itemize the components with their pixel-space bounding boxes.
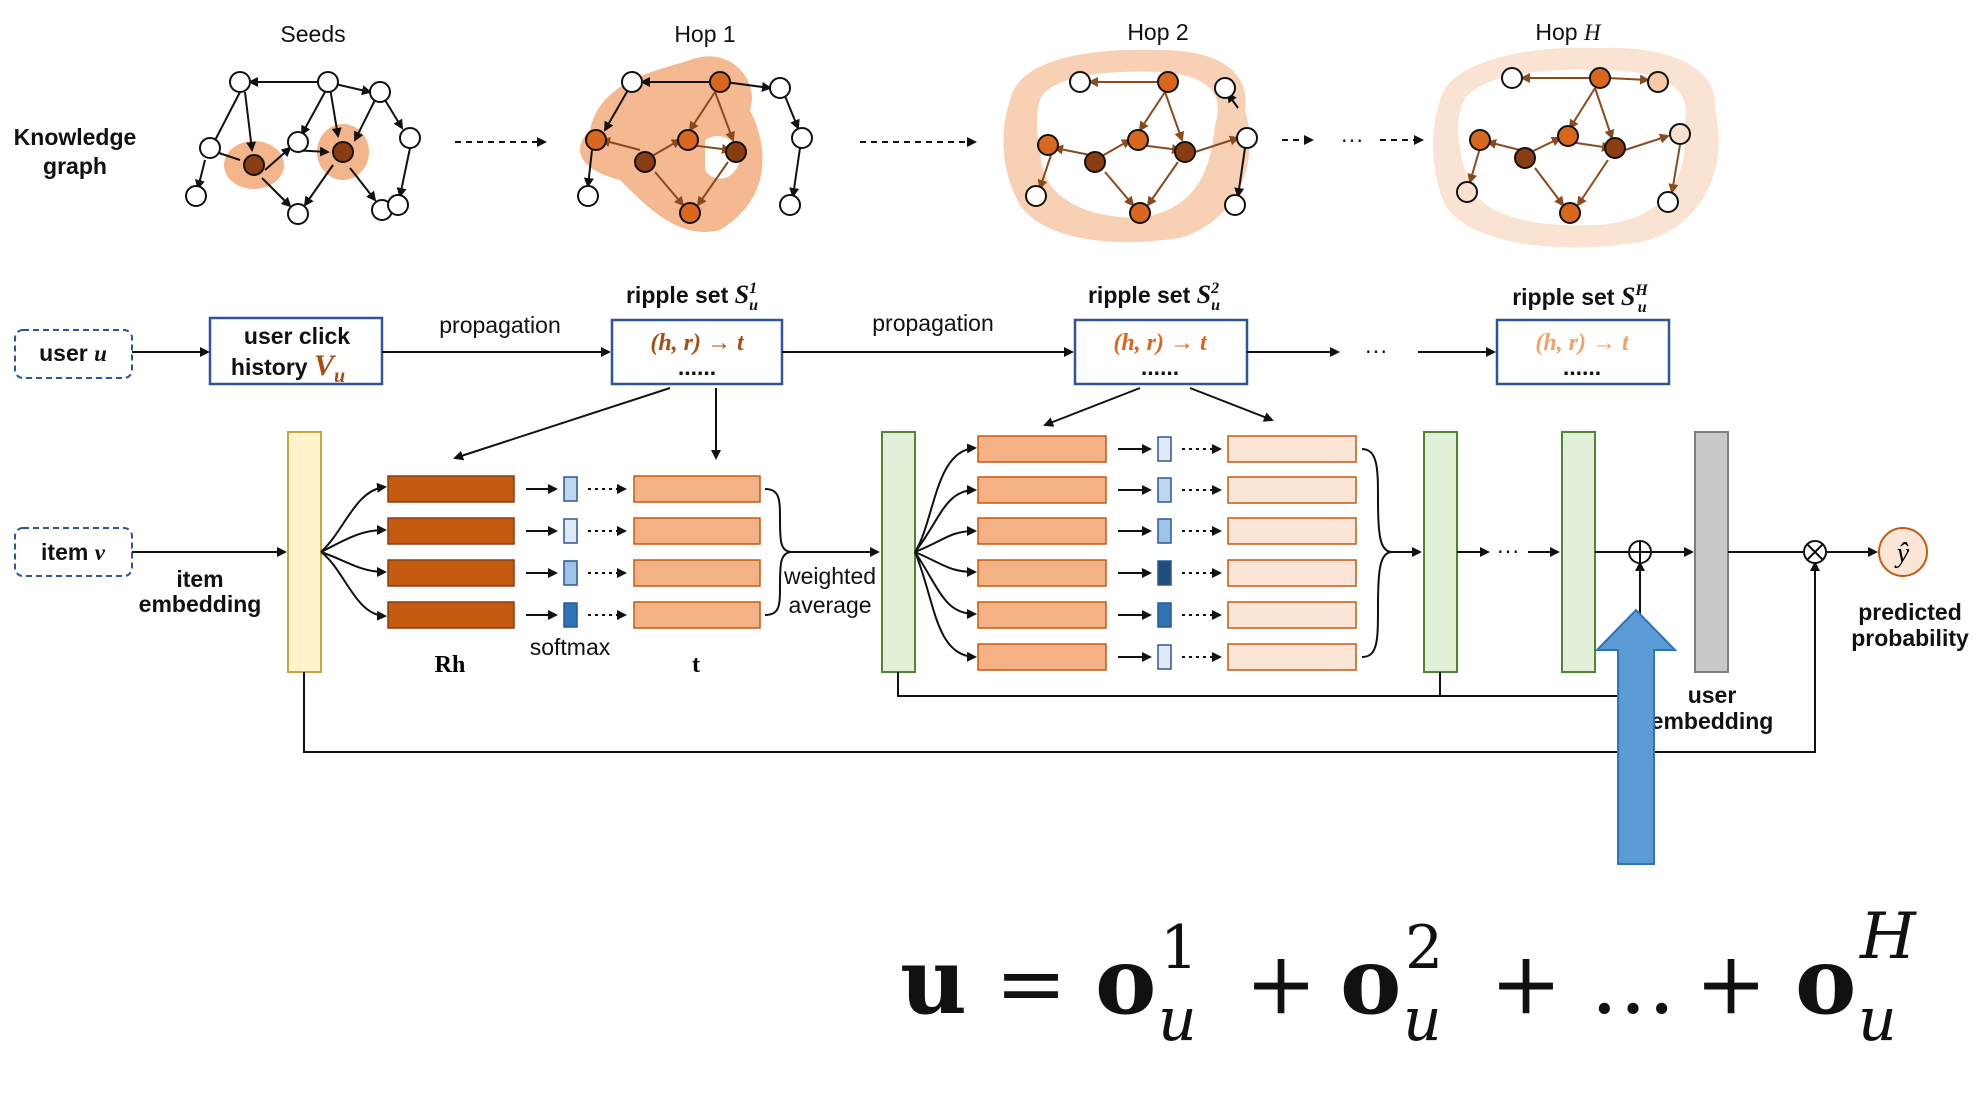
svg-text:H: H: [1859, 900, 1917, 974]
item-embedding-label-2: embedding: [139, 591, 262, 617]
softmax-weights-hop2: [1157, 436, 1172, 670]
user-embedding-formula: u = o 1 u + o 2 u + … + o H u: [900, 900, 1917, 1055]
propagation-label-1: propagation: [439, 312, 561, 338]
rh-label: Rh: [435, 652, 466, 678]
svg-text:+: +: [1695, 934, 1767, 1034]
ripple-set-1-box: [610, 318, 784, 386]
svg-text:+: +: [1245, 934, 1317, 1034]
ripple-set-2-triple: (h, r) → t: [1113, 330, 1208, 356]
header-hop2: Hop 2: [1127, 19, 1188, 45]
item-box: [14, 527, 133, 577]
user-embedding-label-2: embedding: [1651, 708, 1774, 734]
header-hop1: Hop 1: [674, 21, 735, 47]
ripple-set-h-triple: (h, r) → t: [1535, 330, 1630, 356]
weighted-average-label-2: average: [788, 592, 871, 618]
weighted-average-label: weighted: [783, 563, 876, 589]
product-operator: [1803, 540, 1827, 564]
predicted-probability-label-2: probability: [1851, 625, 1969, 651]
seeds-graph: [185, 71, 421, 225]
svg-text:=: =: [995, 934, 1067, 1034]
ripple-set-1-triple: (h, r) → t: [650, 330, 745, 356]
hopH-graph: [1433, 47, 1719, 248]
predicted-probability-label: predicted: [1858, 599, 1962, 625]
prediction-symbol: ŷ: [1894, 538, 1910, 569]
user-label: user u: [39, 340, 107, 366]
dashed-arrows-3: ···: [1282, 126, 1424, 152]
user-click-history-label-2: history Vu: [231, 349, 345, 387]
hop2-output-bar: [1423, 431, 1458, 673]
user-embedding-bar: [1694, 431, 1729, 673]
prediction-node: [1878, 527, 1928, 577]
item-embedding-bar: [287, 431, 322, 673]
user-click-history-label: user click: [244, 323, 350, 349]
t-bars-hop1: [633, 475, 761, 629]
ripple-set-2-box: [1073, 318, 1249, 386]
svg-text:o: o: [1340, 927, 1401, 1035]
user-embedding-label: user: [1688, 682, 1737, 708]
hop2-graph: [1003, 49, 1258, 243]
rh-bars: [387, 475, 515, 629]
knowledge-graph-label-2: graph: [43, 153, 107, 179]
softmax-label: softmax: [530, 634, 611, 660]
svg-text:u: u: [1158, 985, 1197, 1055]
knowledge-graph-label: Knowledge: [14, 124, 137, 150]
user-box: [14, 329, 133, 379]
svg-text:o: o: [1795, 927, 1856, 1035]
hopH-output-bar: [1561, 431, 1596, 673]
rh-bars-hop2: [977, 435, 1107, 671]
svg-text:u: u: [1858, 985, 1897, 1055]
hop1-output-bar: [881, 431, 916, 673]
t-bars-hop2: [1227, 435, 1357, 671]
svg-text:…: …: [1590, 934, 1676, 1034]
ripple-set-h-dots: ......: [1563, 354, 1601, 380]
svg-text:+: +: [1490, 934, 1562, 1034]
svg-text:o: o: [1095, 927, 1156, 1035]
svg-text:u: u: [900, 927, 967, 1035]
header-hopH: Hop H: [1535, 19, 1602, 45]
ripple-set-h-box: [1495, 318, 1671, 386]
hop1-graph: [577, 56, 813, 232]
item-label: item v: [41, 539, 106, 565]
sum-operator: [1628, 540, 1652, 564]
item-embedding-label: item: [176, 566, 223, 592]
ripple-set-1-dots: ......: [678, 354, 716, 380]
ripple-set-2-dots: ......: [1141, 354, 1179, 380]
propagation-label-2: propagation: [872, 310, 994, 336]
embedding-ellipsis: ···: [1497, 537, 1520, 563]
svg-text:···: ···: [1341, 126, 1364, 152]
header-seeds: Seeds: [280, 21, 345, 47]
t-label: t: [692, 652, 700, 678]
brace-hop2: [1361, 448, 1393, 658]
blue-up-arrow: [1594, 608, 1678, 865]
ripple-ellipsis: ···: [1365, 337, 1388, 363]
svg-text:u: u: [1403, 985, 1442, 1055]
svg-text:1: 1: [1160, 913, 1198, 983]
softmax-weights-hop1: [563, 476, 578, 628]
svg-text:2: 2: [1405, 913, 1443, 983]
